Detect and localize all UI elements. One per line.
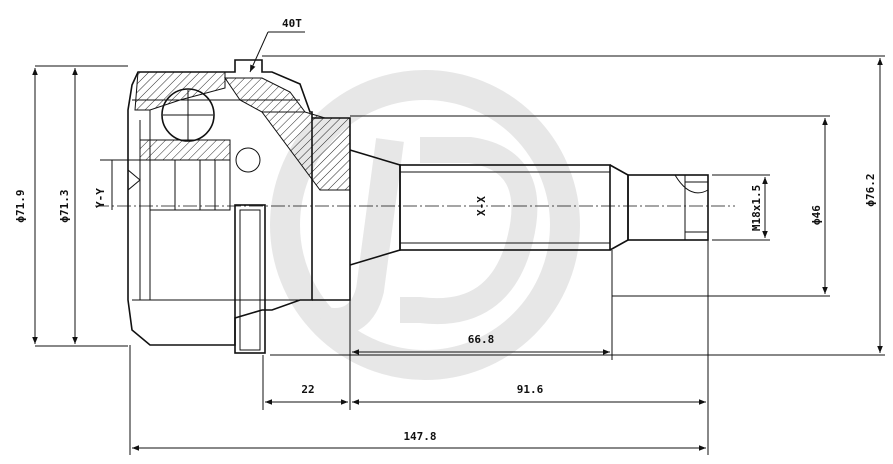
label-dia-ring: ϕ76.2 xyxy=(864,173,877,206)
label-axis-y: Y-Y xyxy=(94,188,107,208)
label-len-ring: 22 xyxy=(301,383,314,396)
jd-logo-watermark xyxy=(270,70,580,380)
label-dia-body: ϕ71.3 xyxy=(58,189,71,222)
label-axis-x: X-X xyxy=(475,196,488,216)
label-len-total: 147.8 xyxy=(403,430,436,443)
abs-tone-ring xyxy=(234,204,266,354)
label-teeth: 40T xyxy=(282,17,302,30)
dimension-lines xyxy=(32,31,885,455)
inner-race xyxy=(127,88,261,211)
label-dia-shaft: ϕ46 xyxy=(810,205,823,225)
spline-shaft xyxy=(399,164,629,251)
label-len-stub: 91.6 xyxy=(517,383,544,396)
ball-icon xyxy=(161,88,215,142)
threaded-stub xyxy=(627,174,709,241)
label-len-spline: 66.8 xyxy=(468,333,495,346)
label-thread: M18x1.5 xyxy=(750,185,763,231)
label-dia-outer: ϕ71.9 xyxy=(14,189,27,222)
